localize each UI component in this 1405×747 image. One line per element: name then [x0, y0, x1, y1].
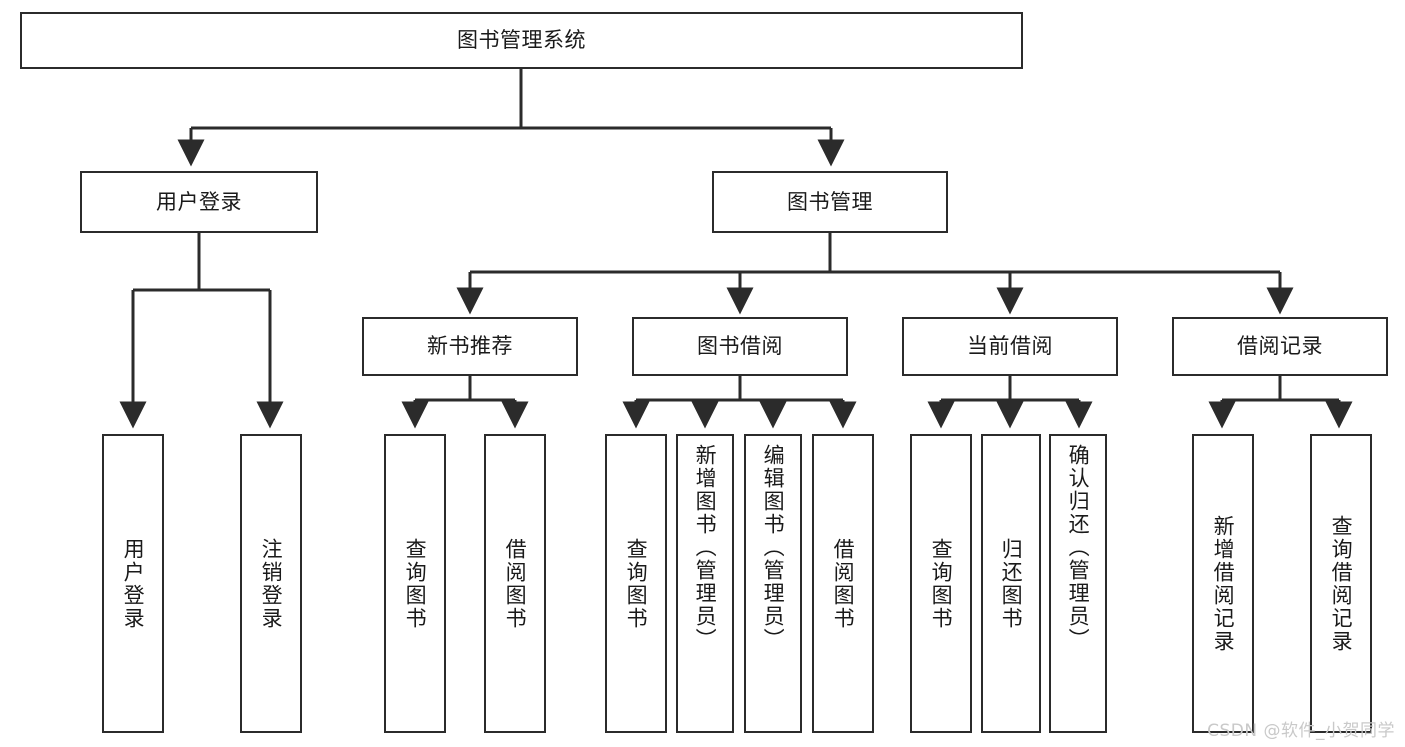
node-label: 新书推荐 — [427, 334, 513, 359]
node-label: 借阅记录 — [1237, 334, 1323, 359]
node-label: 查询借阅记录 — [1329, 514, 1354, 653]
node-label: 查询图书 — [624, 537, 649, 630]
leaf-add-borrow-record[interactable]: 新增借阅记录 — [1192, 434, 1254, 733]
node-label: 借阅图书 — [831, 537, 856, 630]
leaf-query-book-borrow[interactable]: 查询图书 — [605, 434, 667, 733]
node-label: 用户登录 — [156, 189, 242, 214]
node-new-book-recommendation[interactable]: 新书推荐 — [362, 317, 578, 376]
leaf-return-book[interactable]: 归还图书 — [981, 434, 1041, 733]
node-borrowing-record[interactable]: 借阅记录 — [1172, 317, 1388, 376]
node-label: 新增图书（管理员） — [693, 444, 718, 651]
node-label: 图书借阅 — [697, 334, 783, 359]
leaf-logout[interactable]: 注销登录 — [240, 434, 302, 733]
node-label: 图书管理系统 — [457, 28, 586, 53]
node-book-borrowing[interactable]: 图书借阅 — [632, 317, 848, 376]
node-label: 查询图书 — [929, 537, 954, 630]
node-current-borrowing[interactable]: 当前借阅 — [902, 317, 1118, 376]
leaf-borrow-book[interactable]: 借阅图书 — [812, 434, 874, 733]
node-label: 新增借阅记录 — [1211, 514, 1236, 653]
node-label: 图书管理 — [787, 189, 873, 214]
leaf-user-login[interactable]: 用户登录 — [102, 434, 164, 733]
leaf-query-book-current[interactable]: 查询图书 — [910, 434, 972, 733]
node-label: 归还图书 — [999, 537, 1024, 630]
leaf-confirm-return-admin[interactable]: 确认归还（管理员） — [1049, 434, 1107, 733]
leaf-edit-book-admin[interactable]: 编辑图书（管理员） — [744, 434, 802, 733]
node-label: 注销登录 — [259, 537, 284, 630]
leaf-query-borrow-record[interactable]: 查询借阅记录 — [1310, 434, 1372, 733]
leaf-add-book-admin[interactable]: 新增图书（管理员） — [676, 434, 734, 733]
node-label: 查询图书 — [403, 537, 428, 630]
leaf-query-book-recommend[interactable]: 查询图书 — [384, 434, 446, 733]
leaf-borrow-book-recommend[interactable]: 借阅图书 — [484, 434, 546, 733]
node-label: 当前借阅 — [967, 334, 1053, 359]
node-user-login[interactable]: 用户登录 — [80, 171, 318, 233]
node-label: 用户登录 — [121, 537, 146, 630]
node-book-management[interactable]: 图书管理 — [712, 171, 948, 233]
csdn-watermark: CSDN @软件_小贺同学 — [1207, 721, 1395, 741]
node-label: 确认归还（管理员） — [1066, 444, 1091, 651]
node-label: 借阅图书 — [503, 537, 528, 630]
node-label: 编辑图书（管理员） — [761, 444, 786, 651]
node-book-management-system[interactable]: 图书管理系统 — [20, 12, 1023, 69]
